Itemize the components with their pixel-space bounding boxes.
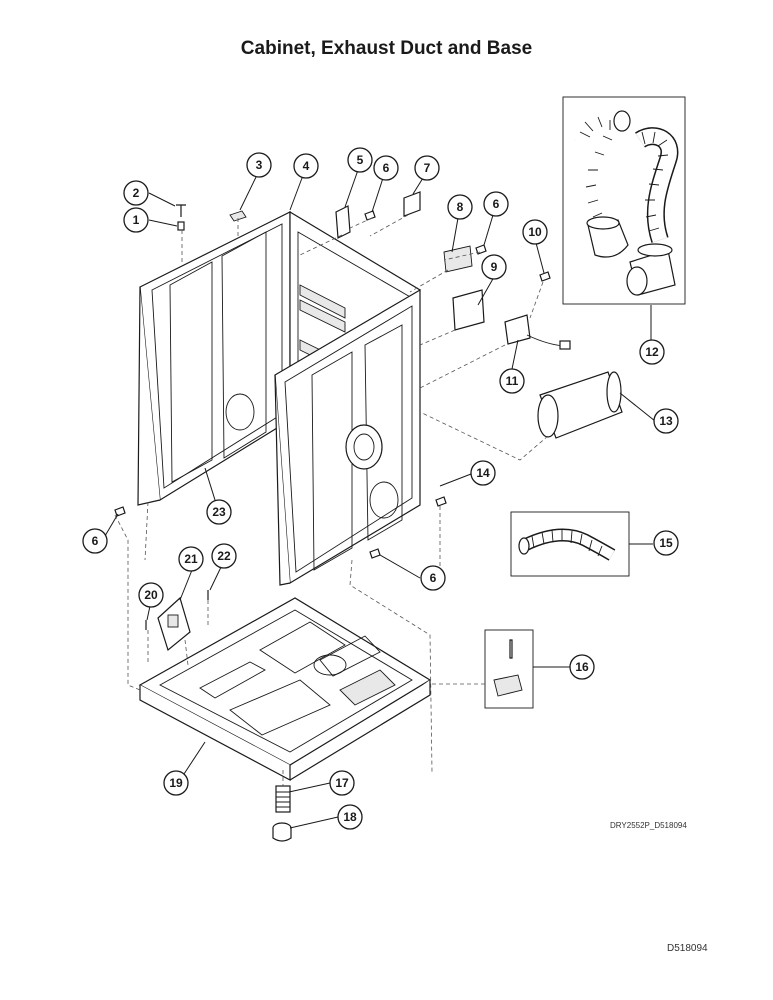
svg-text:17: 17	[335, 776, 349, 790]
cabinet-left-panel	[137, 211, 291, 506]
svg-text:18: 18	[343, 810, 357, 824]
page-code: D518094	[667, 943, 708, 954]
callout-4: 4	[293, 153, 319, 179]
callout-7: 7	[414, 155, 440, 181]
svg-text:5: 5	[357, 153, 364, 167]
svg-text:20: 20	[144, 588, 158, 602]
page-title: Cabinet, Exhaust Duct and Base	[240, 38, 533, 59]
svg-text:9: 9	[491, 260, 498, 274]
svg-text:15: 15	[659, 536, 673, 550]
svg-text:4: 4	[303, 159, 310, 173]
screw-14	[435, 496, 447, 507]
screw-2	[176, 204, 186, 217]
flex-duct-elbow-right	[626, 127, 679, 296]
terminal-block-11	[504, 314, 571, 350]
callout-6-mid: 6	[483, 191, 509, 217]
callout-9: 9	[481, 254, 507, 280]
svg-text:6: 6	[493, 197, 500, 211]
bracket-box	[484, 629, 534, 709]
callout-3: 3	[246, 152, 272, 178]
svg-text:6: 6	[383, 161, 390, 175]
callout-5: 5	[347, 147, 373, 173]
svg-text:8: 8	[457, 200, 464, 214]
svg-text:3: 3	[256, 158, 263, 172]
svg-text:6: 6	[430, 571, 437, 585]
callout-20: 20	[138, 582, 164, 608]
elbow-kit-box	[562, 96, 686, 305]
callout-6-bottom: 6	[420, 565, 446, 591]
svg-text:22: 22	[217, 549, 231, 563]
callout-19: 19	[163, 770, 189, 796]
callout-16: 16	[569, 654, 595, 680]
drawing-code: DRY2552P_D518094	[610, 821, 687, 830]
svg-text:11: 11	[506, 374, 519, 388]
svg-text:1: 1	[133, 213, 140, 227]
callout-6-left: 6	[82, 528, 108, 554]
screw-6-top	[364, 210, 376, 221]
callout-23: 23	[206, 499, 232, 525]
foot-18	[272, 822, 292, 842]
svg-text:23: 23	[212, 505, 226, 519]
flex-hose-15	[518, 528, 616, 561]
cabinet-rear-panel	[274, 288, 421, 586]
callout-8: 8	[447, 194, 473, 220]
screw-10	[539, 271, 551, 282]
exhaust-duct-13	[537, 371, 623, 439]
callout-14: 14	[470, 460, 496, 486]
callout-1: 1	[123, 207, 149, 233]
svg-text:10: 10	[528, 225, 542, 239]
label-7	[403, 191, 421, 217]
callout-12: 12	[639, 339, 665, 365]
screw-6-bottom	[369, 548, 381, 559]
callout-15: 15	[653, 530, 679, 556]
switch-bracket-21	[157, 596, 191, 652]
callout-21: 21	[178, 546, 204, 572]
callout-18: 18	[337, 804, 363, 830]
svg-text:2: 2	[133, 186, 140, 200]
svg-text:21: 21	[184, 552, 198, 566]
plate-8	[443, 245, 473, 273]
flex-duct-elbow-left	[567, 107, 634, 258]
callout-13: 13	[653, 408, 679, 434]
callout-10: 10	[522, 219, 548, 245]
svg-text:12: 12	[645, 345, 659, 359]
screw-1	[177, 221, 185, 231]
cabinet-base-19	[138, 597, 432, 781]
svg-text:14: 14	[476, 466, 490, 480]
callout-2: 2	[123, 180, 149, 206]
svg-text:19: 19	[169, 776, 183, 790]
callout-17: 17	[329, 770, 355, 796]
svg-text:16: 16	[575, 660, 589, 674]
plate-9	[452, 289, 485, 331]
svg-text:6: 6	[92, 534, 99, 548]
svg-text:7: 7	[424, 161, 431, 175]
callout-11: 11	[499, 368, 525, 394]
screw-6-left	[114, 506, 126, 517]
bracket-5	[335, 205, 351, 239]
clip-3	[229, 210, 247, 222]
svg-text:13: 13	[659, 414, 673, 428]
bracket-16	[493, 639, 523, 697]
leveling-leg-17	[275, 785, 291, 813]
callout-6-top: 6	[373, 155, 399, 181]
screw-6-mid	[475, 244, 487, 255]
callout-22: 22	[211, 543, 237, 569]
